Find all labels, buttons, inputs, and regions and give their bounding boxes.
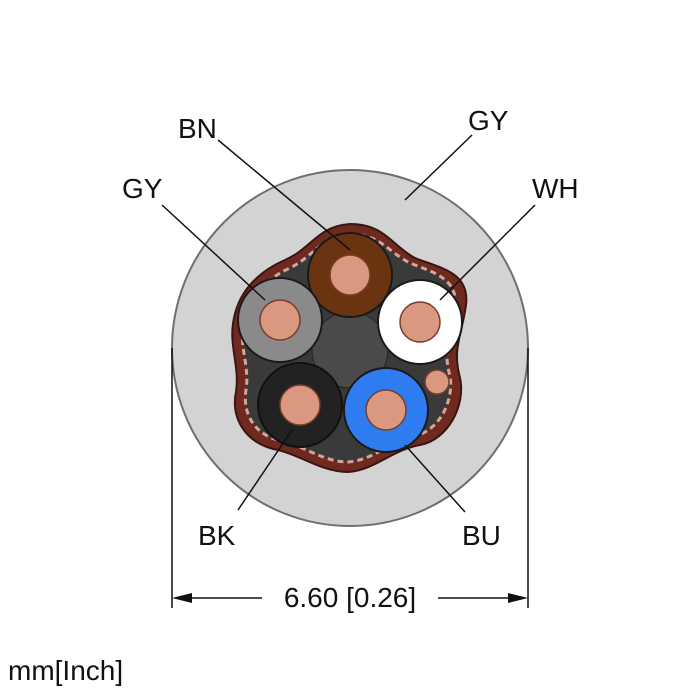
- core-black: [257, 362, 343, 448]
- drain-wire: [424, 369, 450, 395]
- core-brown: [307, 232, 393, 318]
- label-jacket: GY: [468, 105, 509, 136]
- label-core-brown: BN: [178, 113, 217, 144]
- unit-note: mm[Inch]: [8, 655, 124, 686]
- core-white: [377, 279, 463, 365]
- leader-lines: [161, 134, 536, 513]
- core-grey: [237, 277, 323, 363]
- label-core-blue: BU: [462, 520, 501, 551]
- dimension-line: [171, 348, 529, 608]
- label-core-grey: GY: [122, 173, 163, 204]
- label-core-black: BK: [198, 520, 236, 551]
- core-blue: [343, 367, 429, 453]
- label-core-white: WH: [532, 173, 579, 204]
- dimension-value: 6.60 [0.26]: [284, 582, 416, 613]
